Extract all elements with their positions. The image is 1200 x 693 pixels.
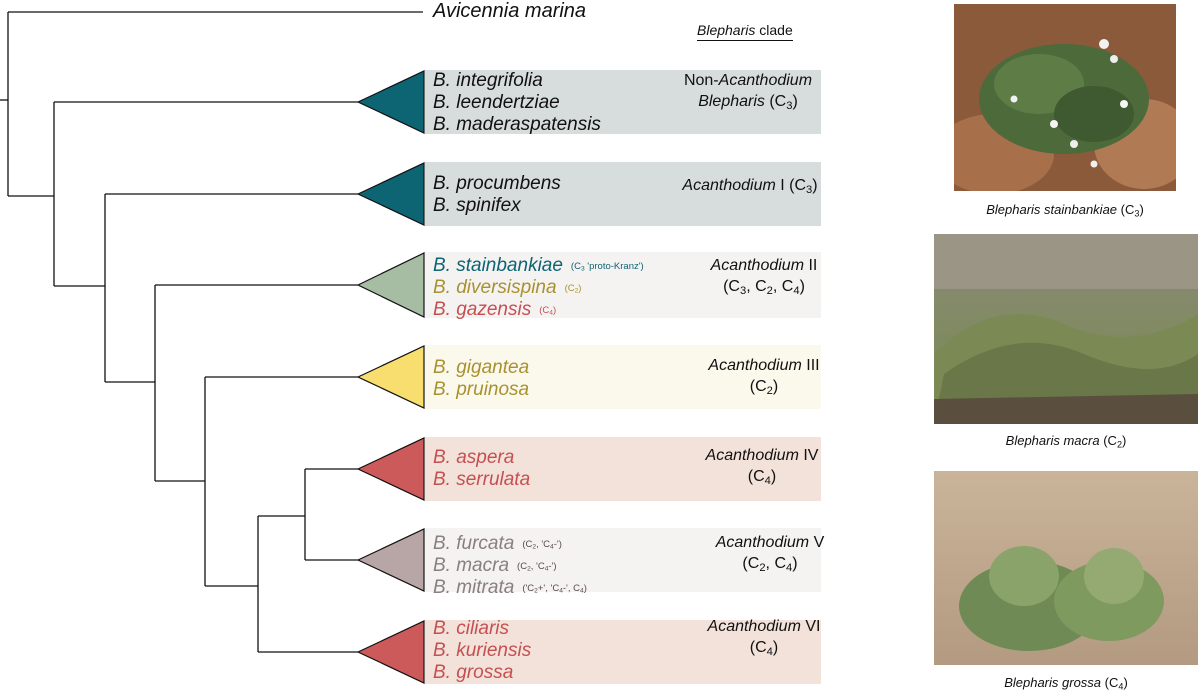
- clade-label-2: Acanthodium I (C3): [682, 177, 818, 196]
- plant-image-macra: [934, 234, 1198, 424]
- clade-triangle-3: [356, 252, 425, 318]
- species-label: B. leendertziae: [433, 91, 560, 114]
- photo-caption-grossa: Blepharis grossa (C4): [1004, 675, 1128, 692]
- clade-label-4: Acanthodium III(C2): [708, 357, 820, 397]
- photo-macra: [934, 234, 1198, 424]
- species-label: B. pruinosa: [433, 378, 529, 401]
- clade-triangle-5: [356, 437, 425, 501]
- clade-triangle-7: [356, 620, 425, 684]
- species-name: B. stainbankiae: [433, 255, 563, 276]
- photosynthesis-note: (C2, 'C4-'): [522, 539, 562, 551]
- species-label: B. spinifex: [433, 194, 521, 217]
- photo-caption-type: (C4): [1104, 675, 1128, 692]
- species-label: B. aspera: [433, 446, 514, 469]
- clade-header-suffix: clade: [755, 22, 793, 38]
- species-label: B. maderaspatensis: [433, 113, 601, 136]
- clade-band-3: [425, 252, 821, 318]
- species-name: B. gazensis: [433, 299, 532, 320]
- photo-stainbankiae: [954, 4, 1176, 191]
- species-label: B. diversispina (C2): [433, 276, 581, 300]
- species-label: B. gigantea: [433, 356, 529, 379]
- species-label: B. gazensis (C4): [433, 298, 556, 322]
- species-name: B. spinifex: [433, 195, 521, 216]
- photosynthesis-note: (C4): [539, 305, 557, 317]
- clade-triangle-6: [356, 528, 425, 592]
- photo-caption-type: (C3): [1120, 202, 1144, 219]
- photosynthesis-note: ('C2+', 'C4-', C4): [522, 583, 587, 595]
- photosynthesis-note: (C2): [564, 283, 582, 295]
- species-name: B. diversispina: [433, 277, 557, 298]
- species-label: B. serrulata: [433, 468, 530, 491]
- plant-image-grossa: [934, 471, 1198, 665]
- clade-label-3: Acanthodium II(C3, C2, C4): [710, 257, 818, 297]
- species-name: B. grossa: [433, 662, 514, 683]
- clade-triangle-4: [356, 345, 425, 409]
- species-name: B. mitrata: [433, 577, 515, 598]
- plant-image-stainbankiae: [954, 4, 1176, 191]
- clade-band-7: [425, 620, 821, 684]
- species-label: B. kuriensis: [433, 639, 531, 662]
- species-name: B. procumbens: [433, 173, 561, 194]
- photo-grossa: [934, 471, 1198, 665]
- clade-header: Blepharis clade: [697, 22, 793, 41]
- species-name: B. furcata: [433, 533, 515, 554]
- species-name: B. gigantea: [433, 357, 530, 378]
- species-label: B. mitrata ('C2+', 'C4-', C4): [433, 576, 587, 600]
- species-name: B. serrulata: [433, 469, 531, 490]
- photo-caption-type: (C2): [1103, 433, 1127, 450]
- species-name: B. maderaspatensis: [433, 114, 601, 135]
- species-name: B. leendertziae: [433, 92, 560, 113]
- photosynthesis-note: (C3 'proto-Kranz'): [570, 261, 644, 273]
- species-name: B. macra: [433, 555, 510, 576]
- photo-caption-macra: Blepharis macra (C2): [1005, 433, 1127, 450]
- species-name: B. ciliaris: [433, 618, 510, 639]
- clade-band-4: [425, 345, 821, 409]
- clade-band-5: [425, 437, 821, 501]
- species-label: B. grossa: [433, 661, 513, 684]
- clade-label-6: Acanthodium V(C2, C4): [715, 534, 825, 574]
- clade-band-2: [425, 162, 821, 226]
- photosynthesis-note: (C2, 'C4-'): [517, 561, 557, 573]
- species-name: B. aspera: [433, 447, 515, 468]
- species-label: B. ciliaris: [433, 617, 509, 640]
- outgroup-label: Avicennia marina: [433, 0, 587, 22]
- clade-header-genus: Blepharis: [697, 22, 756, 38]
- species-label: B. stainbankiae (C3 'proto-Kranz'): [433, 254, 644, 278]
- photo-caption-stainbankiae: Blepharis stainbankiae (C3): [986, 202, 1144, 219]
- species-name: B. pruinosa: [433, 379, 530, 400]
- species-label: B. integrifolia: [433, 69, 543, 92]
- clade-triangle-2: [356, 162, 425, 226]
- clade-band-6: [425, 528, 821, 592]
- species-label: B. furcata (C2, 'C4-'): [433, 532, 562, 556]
- species-name: B. kuriensis: [433, 640, 532, 661]
- species-label: B. macra (C2, 'C4-'): [433, 554, 557, 578]
- clade-label-5: Acanthodium IV(C4): [705, 447, 819, 487]
- clade-triangle-1: [356, 70, 425, 134]
- species-label: B. procumbens: [433, 172, 561, 195]
- species-name: B. integrifolia: [433, 70, 543, 91]
- clade-label-7: Acanthodium VI(C4): [707, 618, 821, 658]
- clade-band-1: [425, 70, 821, 134]
